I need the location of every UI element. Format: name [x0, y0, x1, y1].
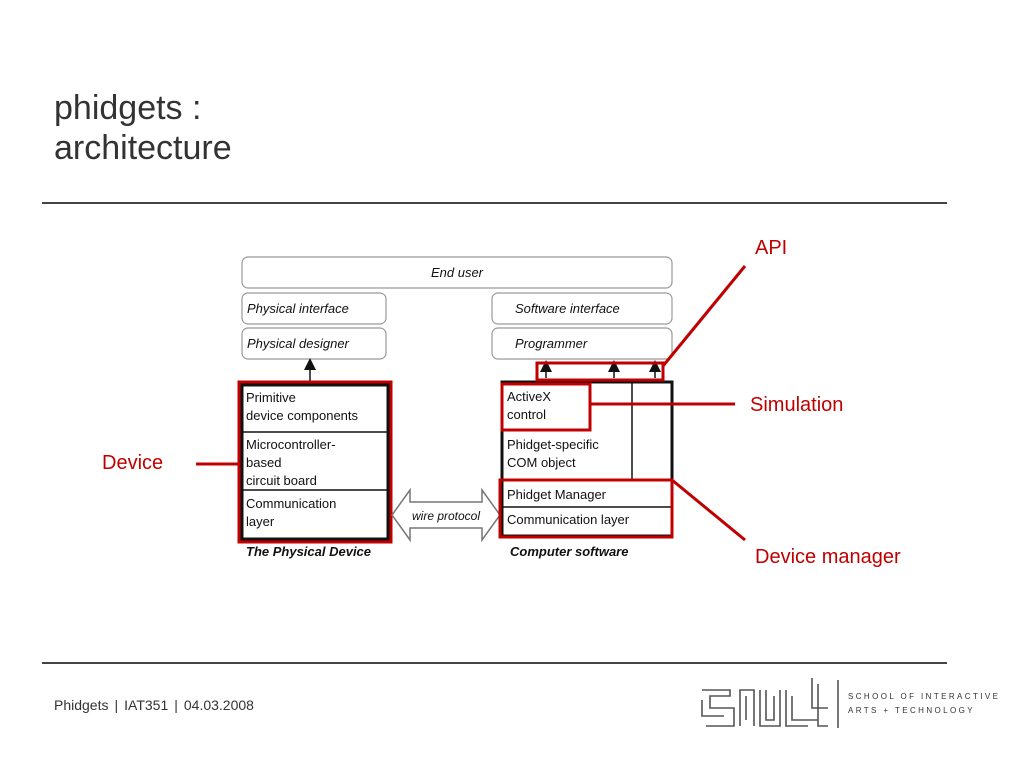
micro-line2: based [246, 455, 281, 470]
primitive-line1: Primitive [246, 390, 296, 405]
micro-line3: circuit board [246, 473, 317, 488]
comm-line1: Communication [246, 496, 336, 511]
api-pointer [661, 265, 747, 367]
top-divider [42, 202, 947, 204]
com-line1: Phidget-specific [507, 437, 599, 452]
physical-designer-label: Physical designer [247, 336, 350, 351]
slide-title-line2: architecture [54, 129, 232, 167]
simulation-annotation: Simulation [750, 394, 844, 416]
programmer-label: Programmer [515, 336, 588, 351]
api-highlight [535, 361, 665, 382]
activex-line2: control [507, 407, 546, 422]
footer-separator: | [174, 697, 178, 713]
siat-logo-text: SCHOOL OF INTERACTIVE ARTS + TECHNOLOGY [848, 690, 1000, 718]
activex-line1: ActiveX [507, 389, 551, 404]
bottom-divider [42, 662, 947, 664]
end-user-label: End user [431, 265, 484, 280]
com-line2: COM object [507, 455, 576, 470]
device-annotation: Device [102, 452, 164, 474]
device-manager-pointer [671, 478, 746, 542]
api-annotation: API [755, 237, 788, 259]
software-stack [500, 380, 674, 538]
physical-interface-box [241, 292, 387, 325]
siat-logo-mark [701, 678, 839, 728]
footer-separator: | [114, 697, 119, 713]
device-highlight [237, 380, 393, 544]
slide-title: phidgets : architecture [54, 88, 232, 168]
micro-line1: Microcontroller- [246, 437, 336, 452]
footer-code: IAT351 [124, 697, 169, 713]
logo-line1: SCHOOL OF INTERACTIVE [848, 692, 1001, 701]
wire-protocol-label: wire protocol [412, 509, 480, 523]
software-interface-label: Software interface [515, 301, 620, 316]
footer-course: Phidgets [54, 697, 109, 713]
simulation-highlight [500, 382, 592, 432]
physical-interface-label: Physical interface [247, 301, 349, 316]
phidget-manager-label: Phidget Manager [507, 487, 607, 502]
primitive-line2: device components [246, 408, 359, 423]
physical-device-stack [240, 383, 390, 541]
physical-device-caption: The Physical Device [246, 544, 371, 559]
logo-line2: ARTS + TECHNOLOGY [848, 706, 975, 715]
comm-line2: layer [246, 514, 275, 529]
programmer-box [491, 327, 673, 360]
slide-title-line1: phidgets : [54, 89, 202, 127]
computer-software-caption: Computer software [510, 544, 628, 559]
comm-layer-sw-label: Communication layer [507, 512, 630, 527]
footer: Phidgets | IAT351 | 04.03.2008 [54, 697, 254, 713]
software-interface-box [491, 292, 673, 325]
end-user-box [241, 256, 673, 289]
device-manager-highlight [498, 478, 674, 539]
device-manager-annotation: Device manager [755, 546, 901, 568]
footer-date: 04.03.2008 [183, 697, 254, 713]
